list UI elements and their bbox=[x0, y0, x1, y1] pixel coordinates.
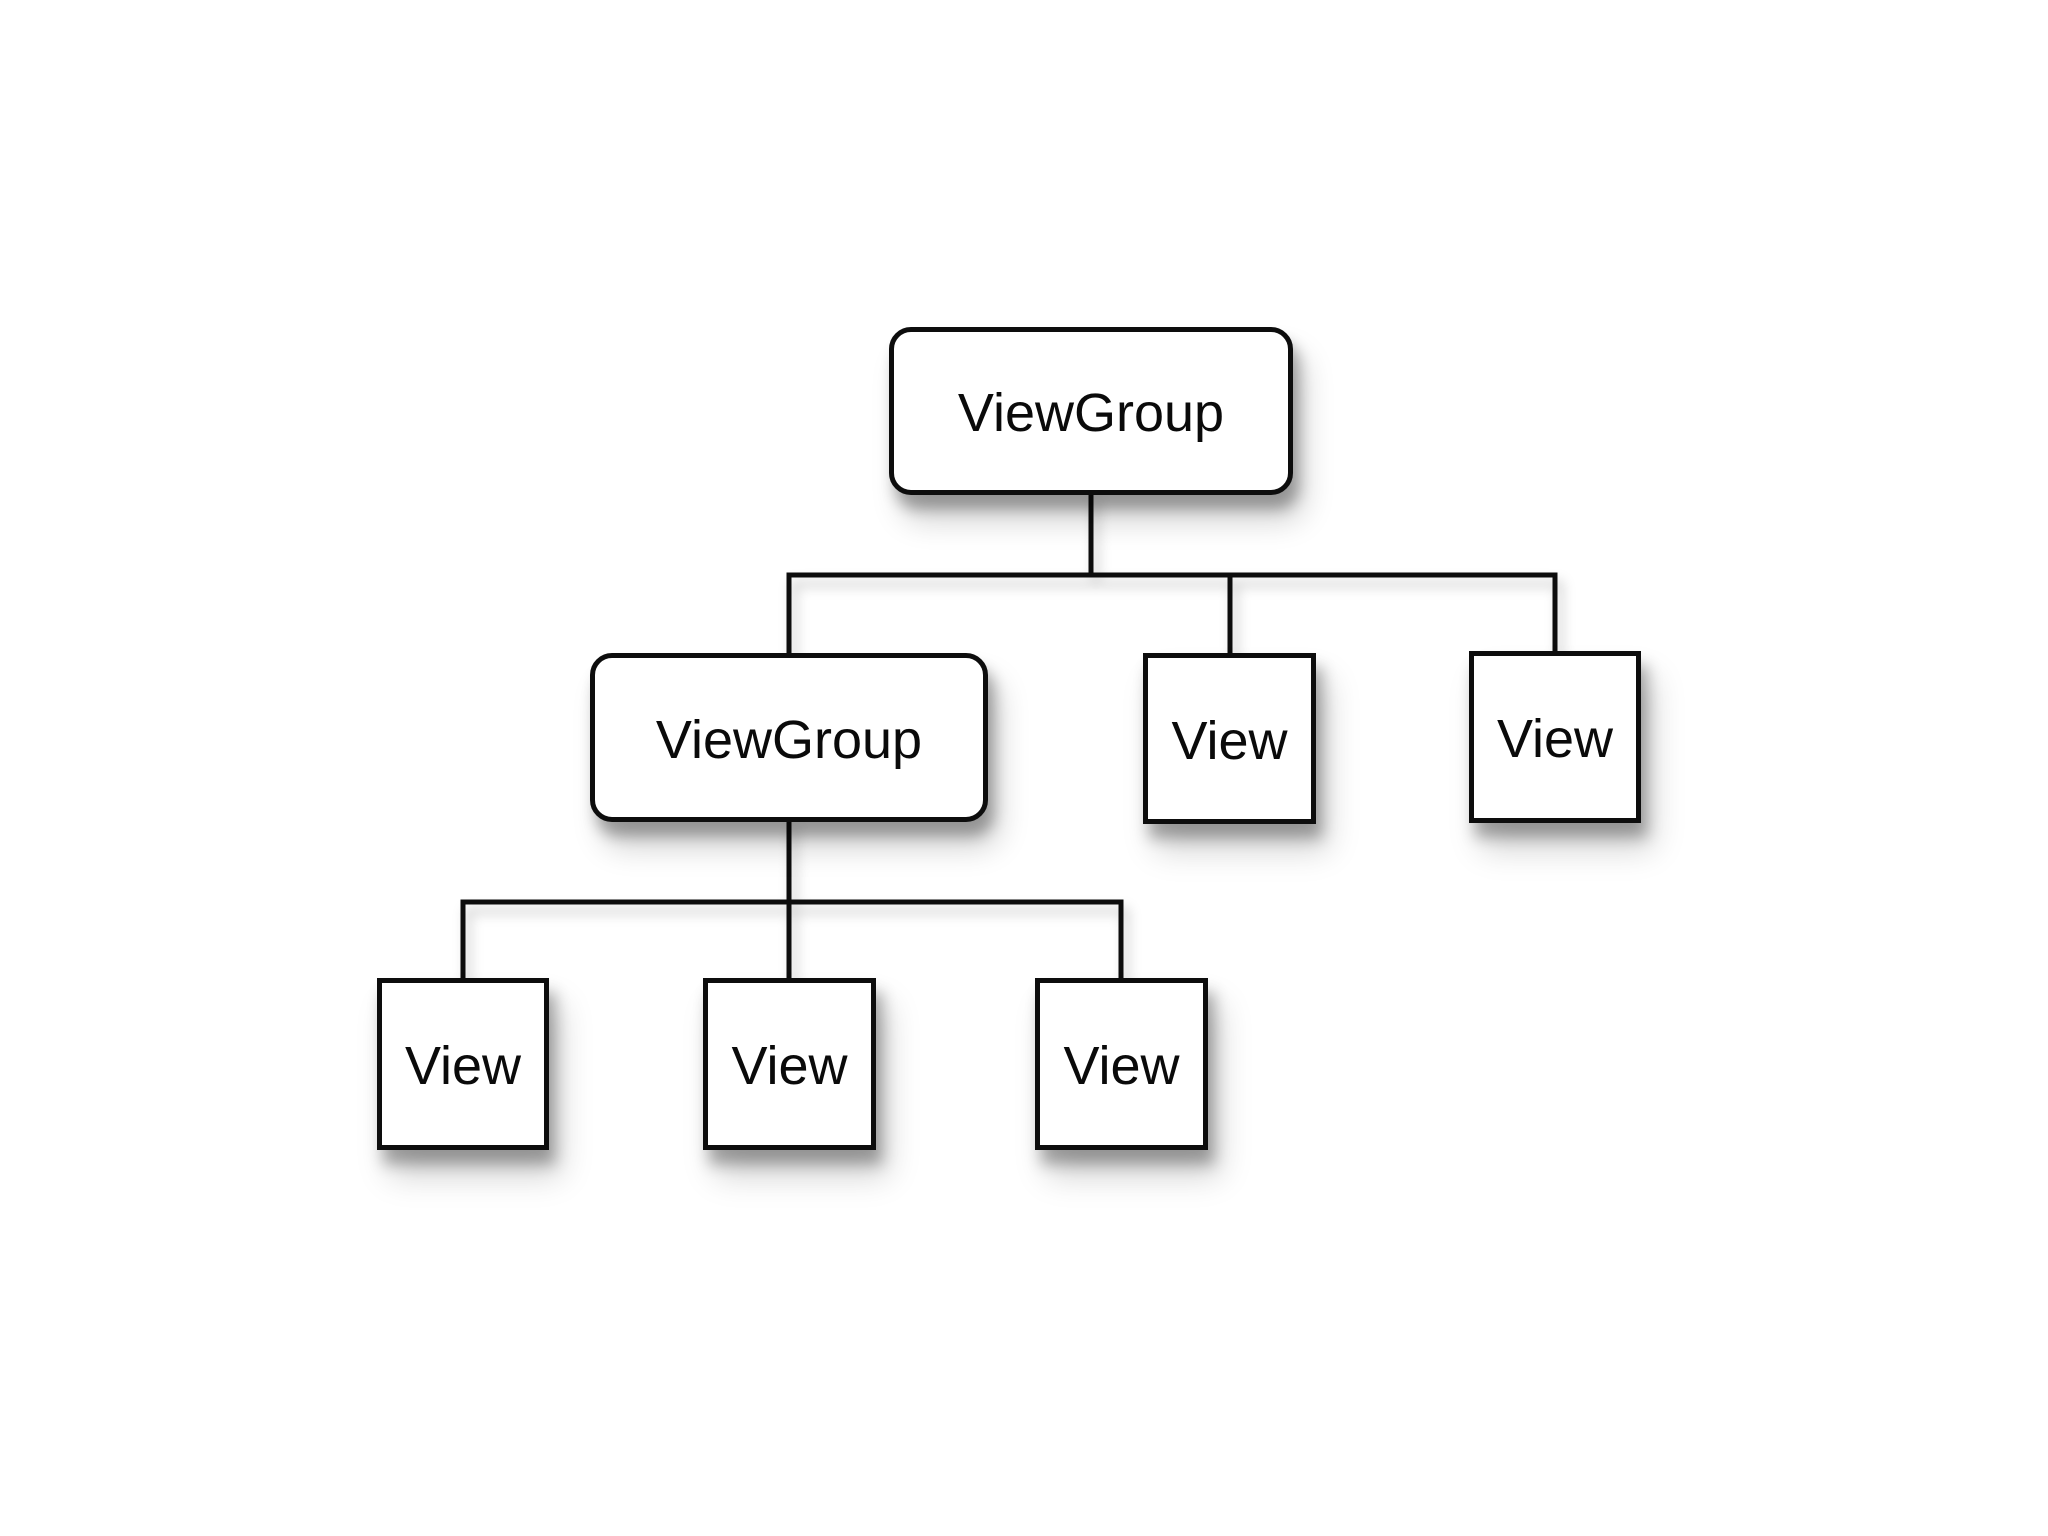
node-view-leaf-5: View bbox=[1035, 978, 1208, 1150]
node-view-leaf-3: View bbox=[377, 978, 549, 1150]
node-label: View bbox=[1496, 709, 1614, 769]
node-view-leaf-4: View bbox=[703, 978, 876, 1150]
node-view-leaf-2: View bbox=[1469, 651, 1641, 823]
connector-branch-to-children bbox=[460, 819, 1124, 981]
node-viewgroup-root: ViewGroup bbox=[889, 327, 1293, 495]
node-label: View bbox=[1171, 710, 1288, 771]
node-label: ViewGroup bbox=[957, 383, 1225, 443]
node-label: View bbox=[1063, 1036, 1180, 1096]
node-view-leaf-1: View bbox=[1143, 653, 1316, 824]
connector-root-to-children bbox=[786, 492, 1558, 656]
node-viewgroup-branch: ViewGroup bbox=[590, 653, 988, 822]
node-label: ViewGroup bbox=[655, 709, 923, 770]
node-label: View bbox=[731, 1036, 848, 1096]
node-label: View bbox=[404, 1036, 522, 1096]
